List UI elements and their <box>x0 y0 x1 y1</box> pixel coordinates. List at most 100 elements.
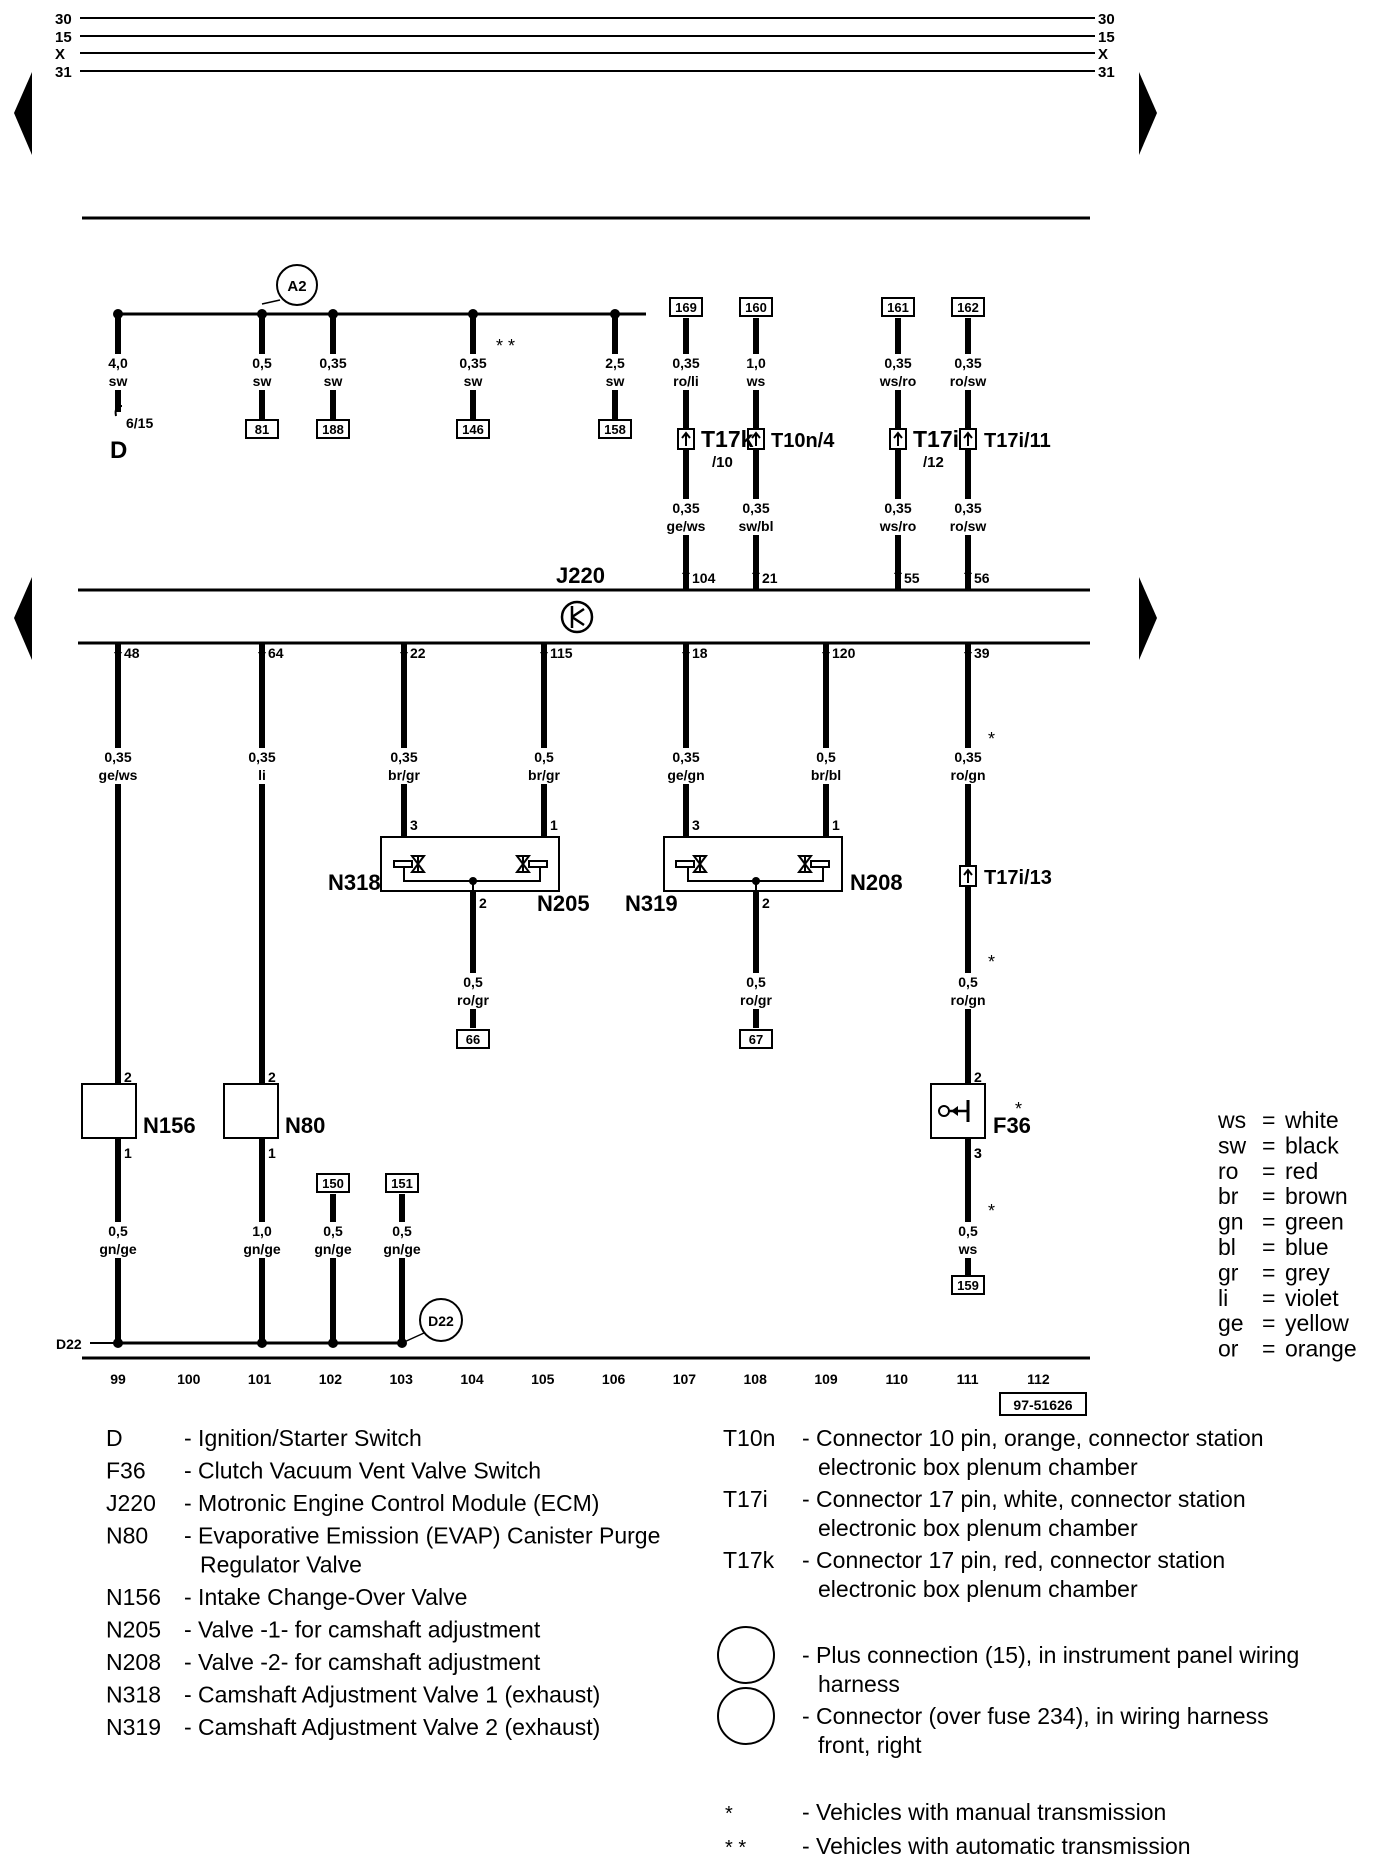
reference-box: 159 <box>951 1275 985 1295</box>
reference-number: 146 <box>462 422 484 437</box>
wire-label: 0,5ro/gr <box>447 973 499 1009</box>
pin-arrow-icon <box>822 652 830 659</box>
wire-color: ws <box>746 373 766 389</box>
wire-gauge: 0,35 <box>104 749 131 765</box>
legend-description: - Connector 17 pin, white, connector sta… <box>802 1486 1246 1512</box>
wire-gauge: 0,5 <box>252 355 272 371</box>
wire-gauge: 0,5 <box>816 749 836 765</box>
reference-box-frame <box>245 419 279 439</box>
wire-color: gn/ge <box>383 1241 421 1257</box>
reference-number: 81 <box>255 422 269 437</box>
wire-color: br/gr <box>388 767 420 783</box>
wire-color: ro/gr <box>457 992 489 1008</box>
wire-label-bg <box>872 499 924 535</box>
connector-icon <box>747 428 765 450</box>
wire-label: 0,5sw <box>236 354 288 390</box>
prev-page-arrow-mid[interactable] <box>14 577 32 660</box>
legend-note-mark: * <box>725 1803 733 1825</box>
legend-description: - Vehicles with manual transmission <box>802 1799 1166 1825</box>
wire-label-bg <box>730 354 782 390</box>
wire-label-bg <box>307 1222 359 1258</box>
wire-color: br/gr <box>528 767 560 783</box>
color-name: brown <box>1285 1183 1348 1209</box>
wire-label-bg <box>589 354 641 390</box>
wire-label: 4,0sw <box>92 354 144 390</box>
wire-label-bg <box>236 748 288 784</box>
legend-description: - Motronic Engine Control Module (ECM) <box>184 1490 599 1516</box>
reference-number: 169 <box>675 300 697 315</box>
rail-x-right: X <box>1098 46 1108 63</box>
color-code: ro <box>1218 1158 1238 1184</box>
valve-pin-number: 2 <box>124 1069 132 1085</box>
legend-description: Regulator Valve <box>200 1552 362 1578</box>
legend-code: J220 <box>106 1490 156 1516</box>
legend-code: N208 <box>106 1649 161 1675</box>
solenoid-valve-icon <box>675 855 708 873</box>
coordinate-number: 105 <box>531 1371 555 1387</box>
coordinate-number: 111 <box>957 1371 979 1387</box>
valve-n208-label: N208 <box>850 870 903 895</box>
wire-color: ws <box>958 1241 978 1257</box>
valve-coil <box>528 860 548 868</box>
reference-number: 67 <box>749 1032 763 1047</box>
connector-icon <box>677 428 695 450</box>
manual-transmission-mark: * <box>988 952 995 972</box>
reference-number: 159 <box>957 1278 979 1293</box>
wire-gauge: 0,35 <box>884 500 911 516</box>
wire-gauge: 0,5 <box>746 974 766 990</box>
connector-t17k-label: T17k <box>701 426 754 452</box>
valve-pin-number: 1 <box>124 1145 132 1161</box>
color-code: bl <box>1218 1234 1236 1260</box>
reference-box: 151 <box>385 1173 419 1193</box>
ignition-switch-label: D <box>110 437 127 464</box>
ecm-pin-bottom: 18 <box>692 645 708 661</box>
wire-color: gn/ge <box>243 1241 281 1257</box>
supply-rails: 30 15 X 31 30 15 X 31 <box>55 11 1115 81</box>
solenoid-valve-icon <box>393 855 426 873</box>
ecm-pin-bottom: 120 <box>832 645 856 661</box>
wire-label-bg <box>447 354 499 390</box>
prev-page-arrow-top[interactable] <box>14 72 32 155</box>
node-a2-label: A2 <box>287 278 306 295</box>
wire-gauge: 0,5 <box>392 1223 412 1239</box>
color-code: ws <box>1217 1107 1246 1133</box>
wire-label-bg <box>518 748 570 784</box>
reference-box-frame <box>598 419 632 439</box>
reference-number: 66 <box>466 1032 480 1047</box>
a2-bus: A2 <box>113 264 646 319</box>
wire-color: ws/ro <box>879 373 917 389</box>
color-name: blue <box>1285 1234 1328 1260</box>
connector-arrow <box>963 868 973 883</box>
solenoid-valve-icon <box>515 855 548 873</box>
pin-arrow-icon <box>894 567 902 574</box>
wire-color: ge/ws <box>667 518 706 534</box>
legend-description: electronic box plenum chamber <box>818 1515 1138 1541</box>
color-equals: = <box>1262 1259 1275 1285</box>
wire-gauge: 4,0 <box>108 355 128 371</box>
color-equals: = <box>1262 1234 1275 1260</box>
reference-box: 188 <box>316 419 350 439</box>
wire-gauge: 0,35 <box>884 355 911 371</box>
color-equals: = <box>1262 1209 1275 1235</box>
wire-color: ge/gn <box>667 767 704 783</box>
color-equals: = <box>1262 1158 1275 1184</box>
wires <box>115 314 971 1343</box>
coordinate-number: 108 <box>744 1371 768 1387</box>
legend-description: harness <box>818 1671 900 1697</box>
color-code: gr <box>1218 1259 1239 1285</box>
legend-code: N156 <box>106 1584 161 1610</box>
next-page-arrow-top[interactable] <box>1139 72 1157 155</box>
wire-color: li <box>258 767 266 783</box>
reference-number: 158 <box>604 422 626 437</box>
reference-number: 160 <box>745 300 767 315</box>
legend-description: - Ignition/Starter Switch <box>184 1425 422 1451</box>
wire-gauge: 0,35 <box>672 355 699 371</box>
valve-n205-label: N205 <box>537 891 590 916</box>
wire-label: 0,5br/gr <box>518 748 570 784</box>
wire-label-bg <box>376 1222 428 1258</box>
coordinate-number: 102 <box>319 1371 343 1387</box>
next-page-arrow-mid[interactable] <box>1139 577 1157 660</box>
